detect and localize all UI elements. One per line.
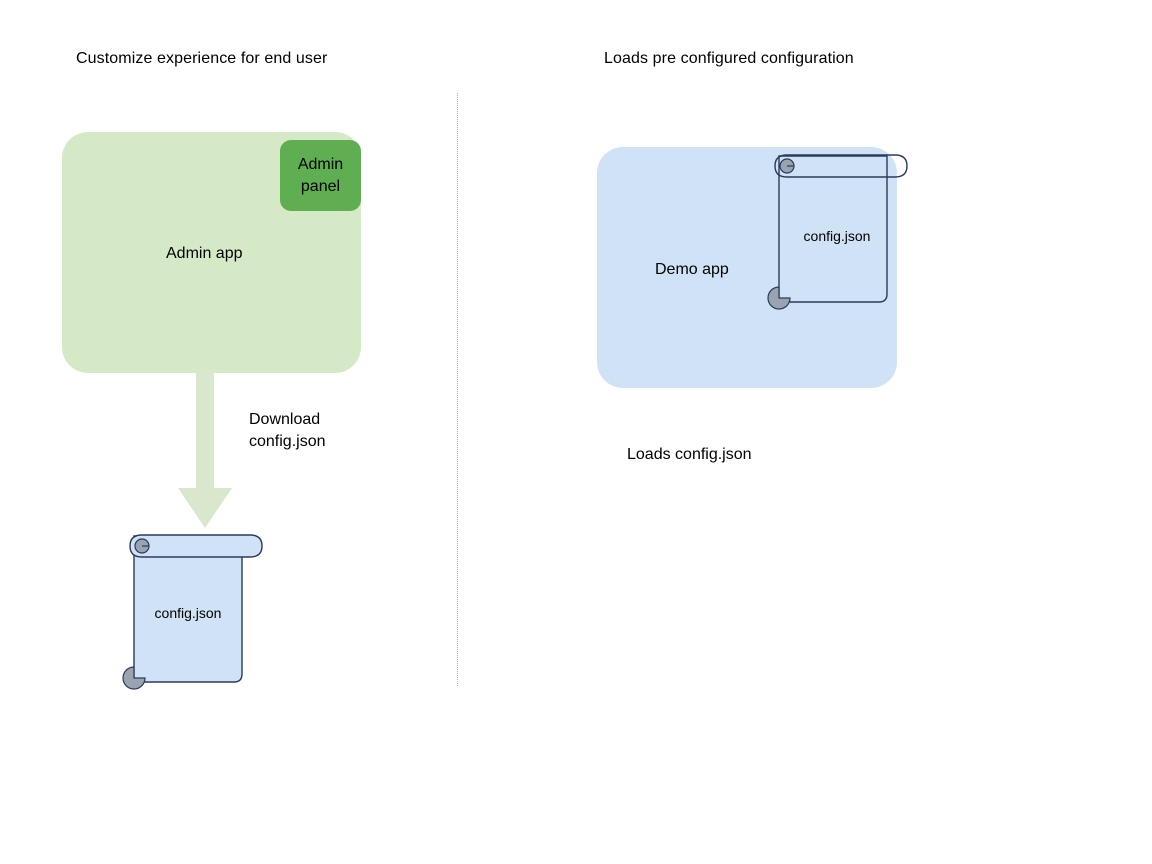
config-json-document-left[interactable]: config.json xyxy=(118,528,270,692)
download-arrow-shape xyxy=(178,370,232,528)
scroll-bottom-curl-left xyxy=(122,666,146,690)
admin-panel-label-line2: panel xyxy=(300,177,341,195)
download-flow-label-line2: config.json xyxy=(249,433,326,450)
scroll-body-left xyxy=(133,535,243,683)
config-json-label-right: config.json xyxy=(804,228,871,244)
download-flow-label-line1: Download xyxy=(249,411,321,428)
scroll-body-right xyxy=(778,155,888,303)
config-json-document-right[interactable]: config.json xyxy=(763,148,915,312)
download-arrow-icon xyxy=(178,370,232,528)
column-title-right: Loads pre configured configuration xyxy=(604,50,854,67)
scroll-bottom-curl-right xyxy=(767,286,791,310)
admin-panel-label: Admin panel xyxy=(298,154,343,198)
demo-app-panel[interactable] xyxy=(597,147,897,388)
loads-config-label: Loads config.json xyxy=(627,446,752,463)
vertical-dotted-divider xyxy=(457,93,458,686)
scroll-top-roll-left xyxy=(129,534,263,558)
demo-app-label: Demo app xyxy=(655,261,729,278)
download-flow-label: Download config.json xyxy=(249,409,326,453)
scroll-top-roll-right xyxy=(774,154,908,178)
admin-panel-box[interactable]: Admin panel xyxy=(280,140,361,211)
config-json-label-left: config.json xyxy=(155,605,222,621)
column-title-left: Customize experience for end user xyxy=(76,50,328,67)
admin-panel-label-line1: Admin xyxy=(297,155,344,173)
admin-app-label: Admin app xyxy=(166,245,243,262)
